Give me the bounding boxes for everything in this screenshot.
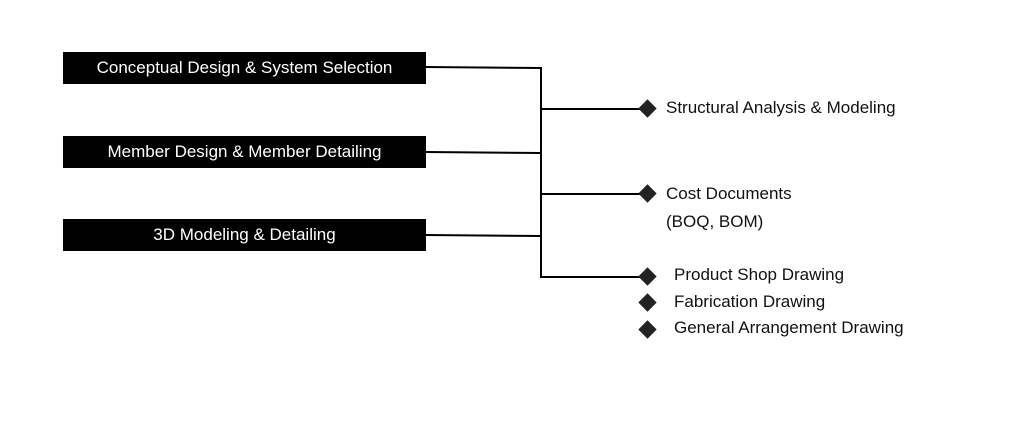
connector-input-3 [425,234,542,237]
output-drawing-item: Fabrication Drawing [674,292,826,311]
input-box-conceptual-design: Conceptual Design & System Selection [63,52,426,84]
output-drawing-item: General Arrangement Drawing [674,318,904,337]
output-structural-analysis: Structural Analysis & Modeling [666,98,896,117]
input-label: Member Design & Member Detailing [107,142,382,161]
output-cost-documents-detail: (BOQ, BOM) [666,212,764,231]
input-box-3d-modeling: 3D Modeling & Detailing [63,219,426,251]
output-cost-documents: Cost Documents [666,184,792,203]
input-box-member-design: Member Design & Member Detailing [63,136,426,168]
connector-input-1 [425,66,542,69]
output-drawing-item: Product Shop Drawing [674,265,845,284]
connector-input-2 [425,151,542,154]
input-label: 3D Modeling & Detailing [153,225,336,244]
input-label: Conceptual Design & System Selection [96,58,393,77]
